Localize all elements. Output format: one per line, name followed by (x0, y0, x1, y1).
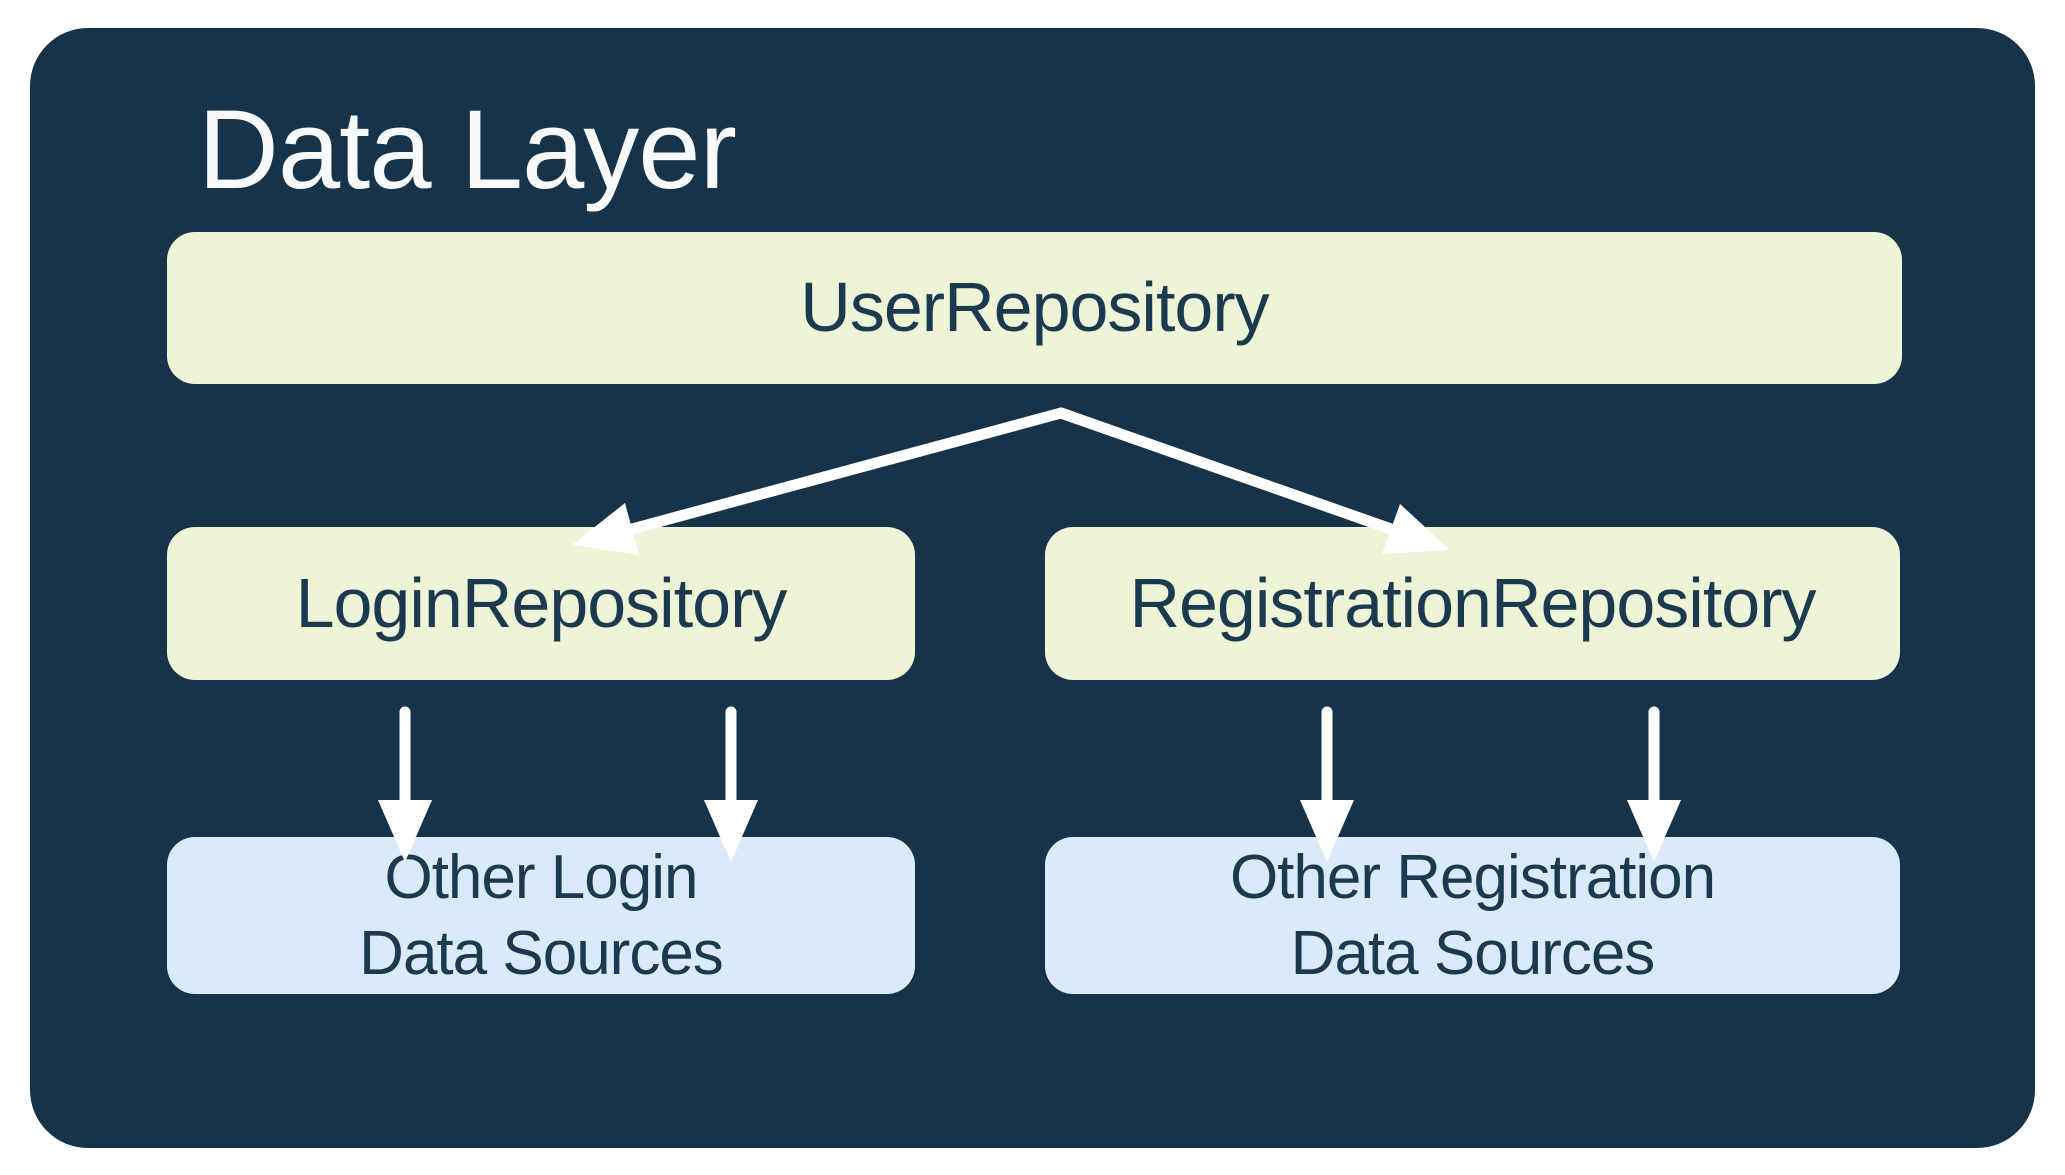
node-login-repository-label: LoginRepository (295, 563, 788, 642)
node-registration-repository: RegistrationRepository (1045, 527, 1900, 680)
node-other-login-label-line1: Other Login (384, 842, 698, 912)
panel-title: Data Layer (198, 87, 737, 212)
node-other-registration-label-line2: Data Sources (1290, 918, 1656, 988)
node-registration-repository-label: RegistrationRepository (1129, 563, 1816, 642)
node-other-login-label-line2: Data Sources (359, 918, 724, 988)
node-other-login-data-sources: Other Login Data Sources (167, 837, 915, 994)
node-other-registration-label-line1: Other Registration (1229, 842, 1716, 912)
node-user-repository: UserRepository (167, 232, 1902, 384)
node-other-login-label: Other Login Data Sources (359, 840, 724, 991)
node-user-repository-label: UserRepository (800, 268, 1269, 347)
node-other-registration-data-sources: Other Registration Data Sources (1045, 837, 1900, 994)
node-other-registration-label: Other Registration Data Sources (1229, 840, 1716, 991)
node-login-repository: LoginRepository (167, 527, 915, 680)
